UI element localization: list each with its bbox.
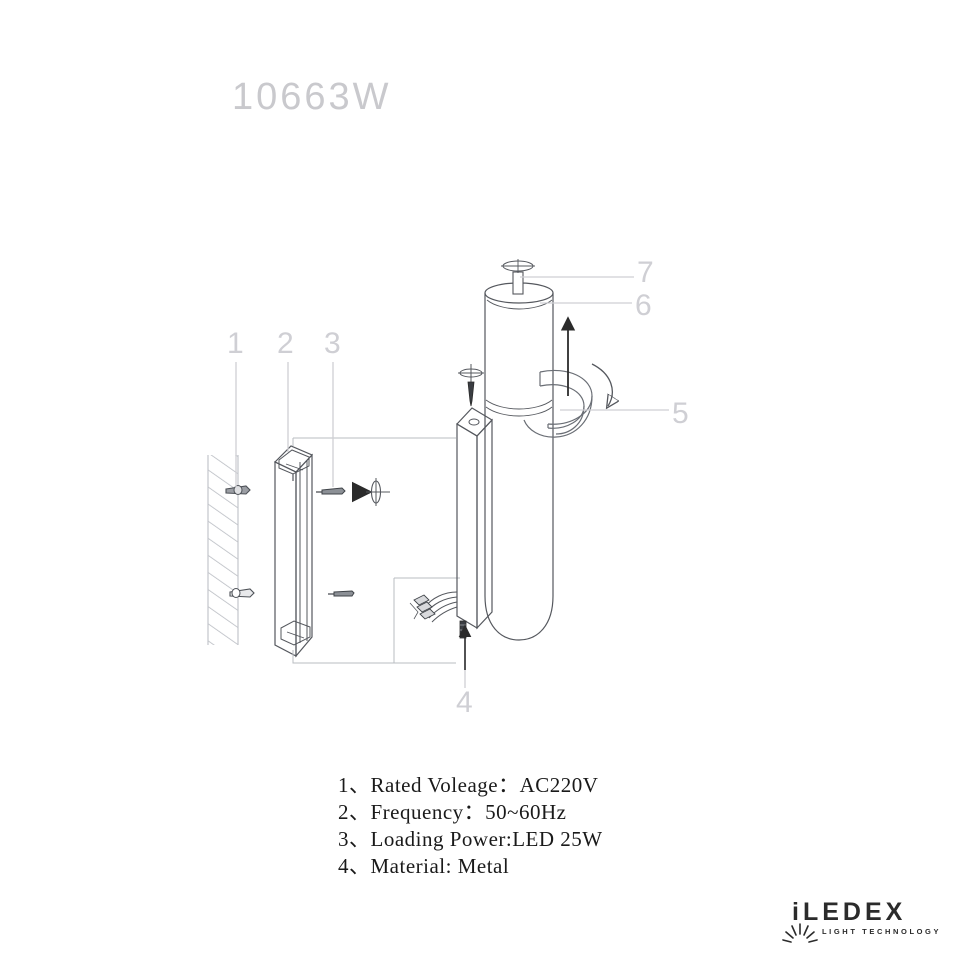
callout-6: 6 — [635, 289, 652, 322]
spec-line-frequency: 2、Frequency：50~60Hz — [338, 800, 567, 824]
spec-line-voltage: 1、Rated Voleage：AC220V — [338, 773, 599, 797]
page-title: 10663W — [232, 76, 392, 118]
logo-tagline: LIGHT TECHNOLOGY — [822, 927, 942, 936]
top-finial-screw — [501, 259, 535, 295]
bracket-screw-upper — [316, 487, 346, 495]
body-top-screw — [458, 364, 484, 407]
wall-anchor-lower — [229, 588, 255, 598]
logo-wordmark: iLEDEX — [792, 898, 907, 926]
spec-line-material: 4、Material: Metal — [338, 854, 510, 878]
callout-3: 3 — [324, 327, 341, 360]
ring-rotation-arrow — [591, 363, 612, 406]
brand-logo: iLEDEX LIGHT TECHNOLOGY — [770, 898, 940, 954]
bracket-screw-lower — [328, 590, 355, 597]
callout-5: 5 — [672, 397, 689, 430]
lamp-body-bar — [456, 407, 493, 630]
spec-line-power: 3、Loading Power:LED 25W — [338, 827, 603, 851]
callout-1: 1 — [227, 327, 244, 360]
callout-7: 7 — [637, 256, 654, 289]
shade-cylinder — [484, 282, 554, 641]
callout-4: 4 — [456, 686, 473, 719]
callout-2: 2 — [277, 327, 294, 360]
wall-surface — [207, 455, 239, 645]
light-rays-icon — [782, 923, 818, 943]
specification-list: 1、Rated Voleage：AC220V 2、Frequency：50~60… — [338, 772, 603, 880]
wire-harness — [409, 591, 458, 623]
callout-leaders — [235, 276, 669, 688]
alignment-guides — [292, 437, 460, 664]
screw-rotation-symbol — [351, 478, 390, 506]
mounting-bracket — [273, 445, 314, 658]
wall-anchor-upper — [225, 485, 251, 495]
swivel-ring — [523, 369, 593, 438]
callout-numbers: 1 2 3 4 5 6 7 — [227, 256, 689, 719]
